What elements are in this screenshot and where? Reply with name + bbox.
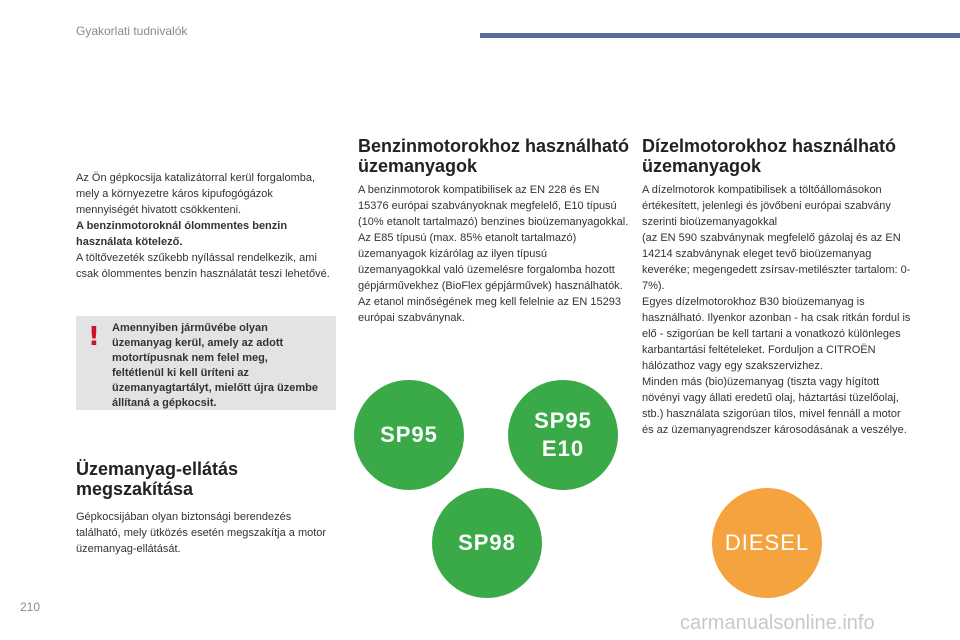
diesel-body: A dízelmotorok kompatibilisek a töltőáll… — [642, 184, 911, 436]
petrol-body: A benzinmotorok kompatibilisek az EN 228… — [358, 184, 629, 324]
exclamation-icon: ! — [88, 322, 100, 352]
diesel-badge: DIESEL — [712, 488, 822, 598]
fuel-cutoff-title: Üzemanyag-ellátás megszakítása — [76, 459, 239, 499]
diesel-section: Dízelmotorokhoz használható üzemanyagok … — [642, 136, 914, 438]
sp98-label: SP98 — [458, 530, 516, 555]
petrol-section: Benzinmotorokhoz használható üzemanyagok… — [358, 136, 630, 326]
warning-box: ! Amennyiben járművébe olyan üzemanyag k… — [76, 316, 336, 410]
fuel-cutoff-body: Gépkocsijában olyan biztonsági berendezé… — [76, 511, 327, 555]
petrol-title: Benzinmotorokhoz használható üzemanyagok — [358, 136, 630, 176]
sp95-e10-label-1: SP95 — [534, 408, 592, 433]
intro-paragraph-2: A benzinmotoroknál ólommentes benzin has… — [76, 220, 288, 248]
diesel-label: DIESEL — [724, 530, 810, 555]
sp95-badge: SP95 — [354, 380, 464, 490]
sp98-badge: SP98 — [432, 488, 542, 598]
intro-section: Az Ön gépkocsija katalizátorral kerül fo… — [76, 170, 338, 282]
warning-text: Amennyiben járművébe olyan üzemanyag ker… — [112, 322, 318, 409]
header-accent-bar — [480, 33, 960, 38]
watermark: carmanualsonline.info — [680, 612, 875, 634]
sp95-e10-badge: SP95 E10 — [508, 380, 618, 490]
sp95-label: SP95 — [380, 422, 438, 447]
page-header-title: Gyakorlati tudnivalók — [76, 24, 188, 38]
sp95-e10-label-2: E10 — [541, 436, 585, 461]
intro-paragraph-1: Az Ön gépkocsija katalizátorral kerül fo… — [76, 172, 316, 216]
intro-paragraph-3: A töltővezeték szűkebb nyílással rendelk… — [76, 252, 330, 280]
fuel-cutoff-section: Üzemanyag-ellátás megszakítása Gépkocsij… — [76, 459, 338, 557]
page-number: 210 — [20, 600, 41, 614]
diesel-title: Dízelmotorokhoz használható üzemanyagok — [642, 136, 897, 176]
